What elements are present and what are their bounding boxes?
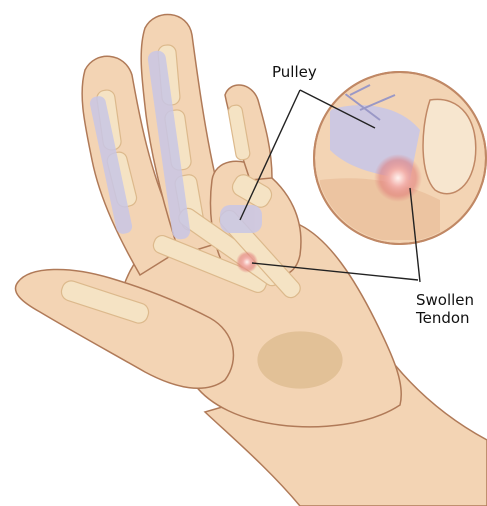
swollen-tendon-label: Swollen Tendon [416, 291, 474, 327]
tendon-label-line: Tendon [416, 309, 474, 327]
zoom-inset [314, 72, 486, 244]
swollen-tendon-nodule [236, 251, 258, 273]
swollen-label-line: Swollen [416, 291, 474, 309]
pulley-label: Pulley [272, 63, 317, 81]
